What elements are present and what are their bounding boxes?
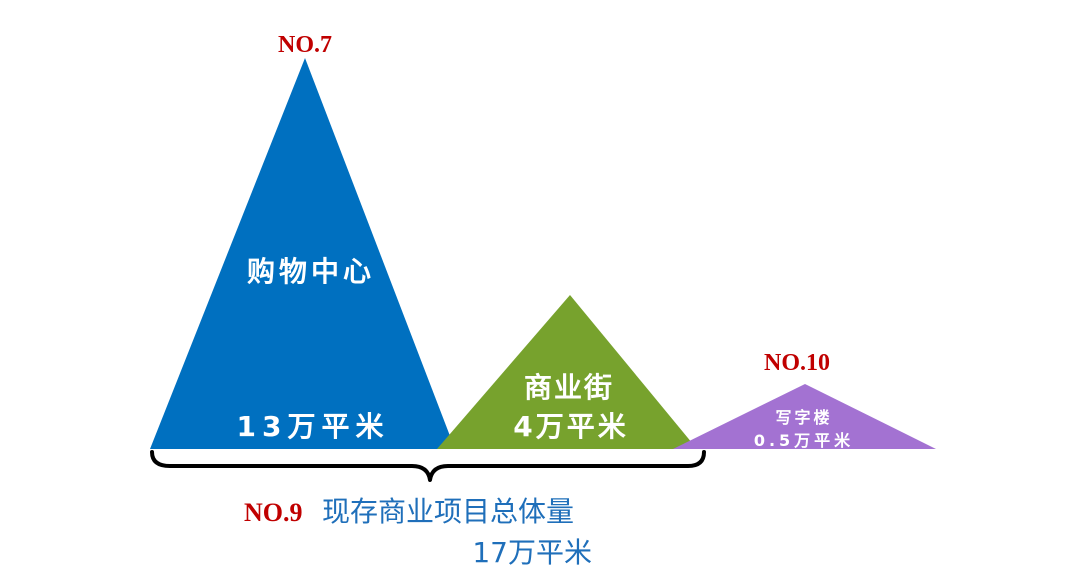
office-building-area: 0.5万平米 xyxy=(754,431,854,450)
shopping-center-name: 购物中心 xyxy=(247,255,375,288)
office-building-rank: NO.10 xyxy=(764,350,830,376)
commercial-street-name: 商业街 xyxy=(524,371,614,404)
total-title: 现存商业项目总体量 xyxy=(322,495,574,528)
commercial-street-area: 4万平米 xyxy=(513,410,628,443)
shopping-center-triangle xyxy=(150,58,455,449)
shopping-center-area: 13万平米 xyxy=(237,410,390,443)
shopping-center-rank: NO.7 xyxy=(278,32,332,58)
total-brace xyxy=(150,450,706,482)
commercial-street-triangle xyxy=(437,295,697,449)
total-rank: NO.9 xyxy=(244,498,303,527)
office-building-triangle xyxy=(673,384,936,449)
office-building-name: 写字楼 xyxy=(775,408,832,427)
total-area: 17万平米 xyxy=(472,536,592,569)
